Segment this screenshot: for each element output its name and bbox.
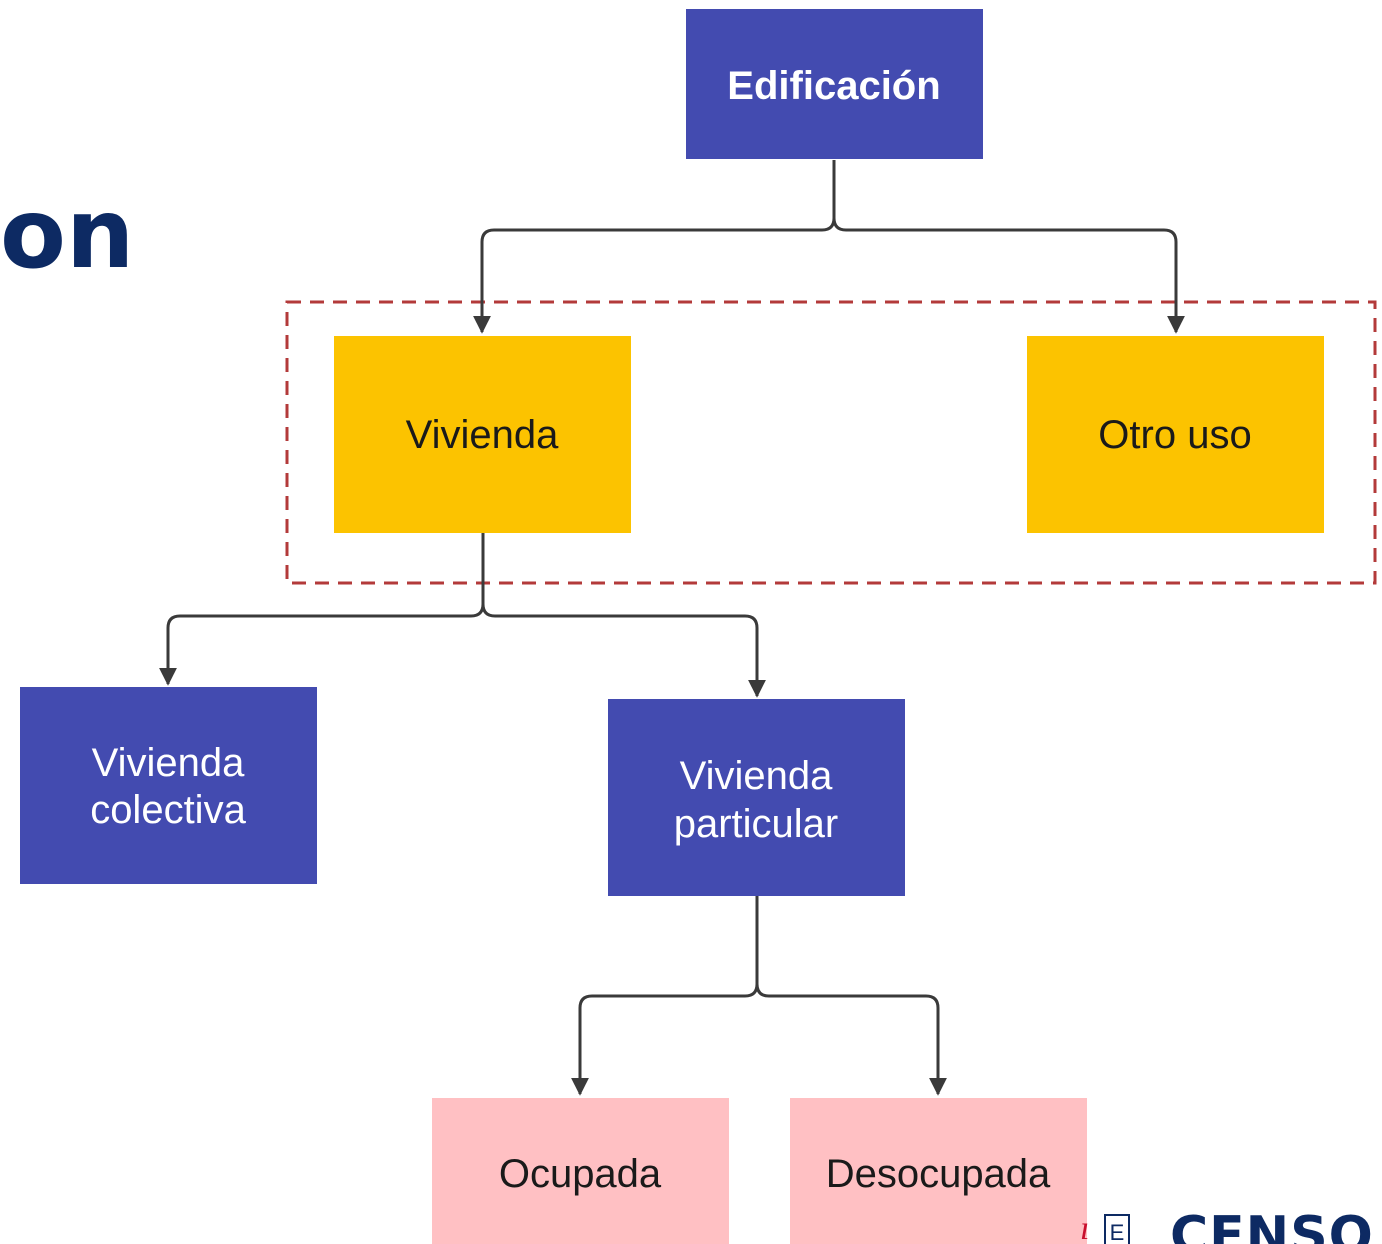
censo-logo-text: CENSO xyxy=(1170,1206,1374,1244)
node-ocupada: Ocupada xyxy=(432,1098,729,1244)
node-edificacion: Edificación xyxy=(686,9,983,159)
node-otro-uso: Otro uso xyxy=(1027,336,1324,533)
page-title-fragment: on xyxy=(0,178,135,290)
highlight-frame xyxy=(285,300,1377,585)
node-desocupada: Desocupada xyxy=(790,1098,1087,1244)
node-vivienda-particular-line-2: particular xyxy=(674,802,839,846)
node-otro-uso-label: Otro uso xyxy=(1098,413,1251,457)
node-vivienda-label: Vivienda xyxy=(406,413,559,457)
node-ocupada-label: Ocupada xyxy=(499,1152,662,1196)
node-vivienda-colectiva: Vivienda colectiva xyxy=(20,687,317,884)
ine-logo-box: E xyxy=(1104,1214,1130,1244)
connector-particular-ocupada xyxy=(571,983,759,1096)
node-desocupada-label: Desocupada xyxy=(826,1152,1051,1196)
connector-particular-desocupada xyxy=(755,983,947,1096)
node-vivienda-colectiva-line-2: colectiva xyxy=(90,788,246,832)
node-vivienda: Vivienda xyxy=(334,336,631,533)
ine-logo-mark: ı xyxy=(1080,1210,1090,1244)
connector-edificacion-vivienda xyxy=(473,217,836,334)
node-edificacion-label: Edificación xyxy=(727,64,940,108)
connector-vivienda-particular xyxy=(481,603,766,698)
connectors xyxy=(159,160,1185,1096)
node-vivienda-particular: Vivienda particular xyxy=(608,699,905,896)
node-vivienda-particular-line-1: Vivienda xyxy=(680,754,833,798)
node-vivienda-colectiva-line-1: Vivienda xyxy=(92,741,245,785)
connector-vivienda-colectiva xyxy=(159,603,485,686)
connector-edificacion-otro-uso xyxy=(832,217,1185,334)
censo-logo: ı E CENSO xyxy=(1074,1206,1382,1244)
